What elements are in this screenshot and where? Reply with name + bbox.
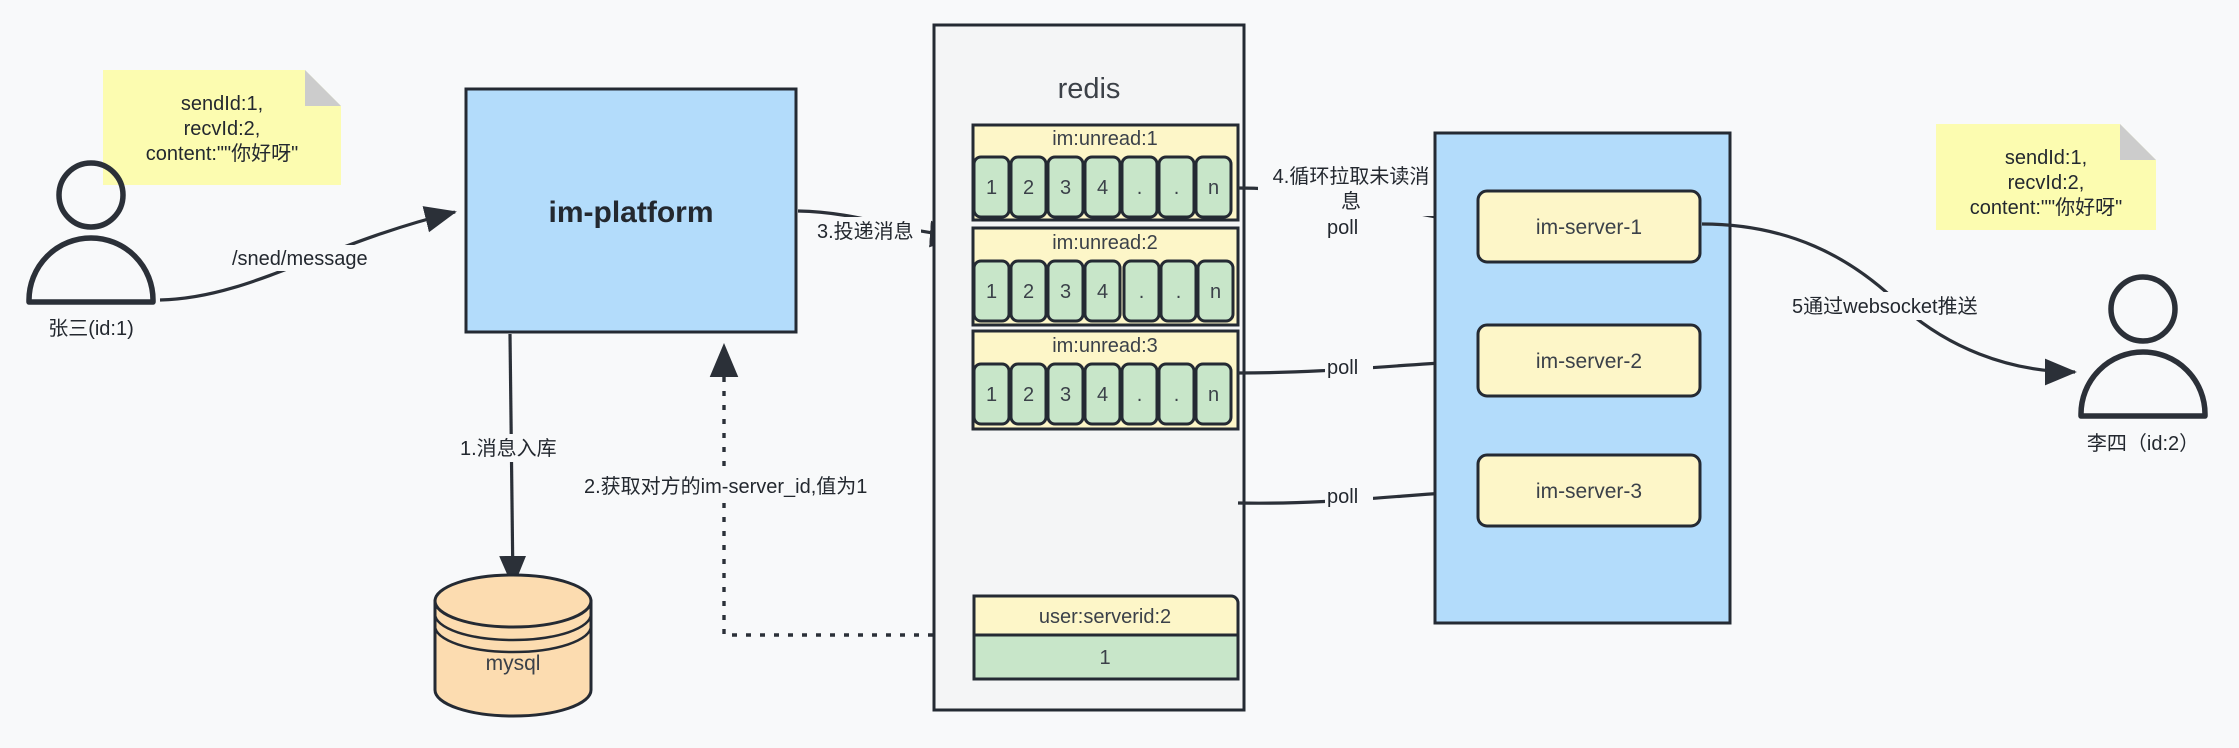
redis-key-label-0: im:unread:1	[1052, 128, 1158, 150]
note-left-line-1: sendId:1,	[181, 93, 263, 115]
note-left: sendId:1, recvId:2, content:""你好呀"	[103, 70, 341, 185]
redis-cell-1-5: .	[1176, 281, 1182, 303]
svg-text:poll: poll	[1327, 217, 1358, 239]
redis-key-block-0[interactable]: im:unread:1 1 2 3 4 . . n	[971, 123, 1240, 222]
redis-cell-2-0: 1	[986, 384, 997, 406]
redis-cell-1-6: n	[1210, 281, 1221, 303]
redis-cell-2-6: n	[1208, 384, 1219, 406]
edge-label-step2: 2.获取对方的im-server_id,值为1	[582, 472, 880, 500]
redis-kv-key: user:serverid:2	[1039, 606, 1171, 628]
redis-key-label-2: im:unread:3	[1052, 335, 1158, 357]
edge-label-step1: 1.消息入库	[458, 434, 558, 462]
redis-cell-2-5: .	[1174, 384, 1180, 406]
note-left-line-2: recvId:2,	[184, 118, 261, 140]
sender-label: 张三(id:1)	[48, 317, 134, 340]
mysql-node[interactable]: mysql	[433, 573, 593, 718]
edge-label-poll-3: poll	[1325, 483, 1373, 509]
redis-cell-2-2: 3	[1060, 384, 1071, 406]
redis-cell-1-1: 2	[1023, 281, 1034, 303]
mysql-label: mysql	[486, 652, 541, 675]
edge-step2	[709, 342, 947, 637]
svg-text:1.消息入库: 1.消息入库	[460, 437, 557, 460]
redis-key-block-1[interactable]: im:unread:2 1 2 3 4 . . n	[971, 226, 1240, 327]
im-server-2-node[interactable]: im-server-2	[1476, 323, 1702, 398]
im-server-1-label: im-server-1	[1536, 216, 1642, 239]
svg-text:/sned/message: /sned/message	[232, 248, 368, 270]
svg-text:5通过websocket推送: 5通过websocket推送	[1792, 295, 1978, 318]
redis-key-label-1: im:unread:2	[1052, 232, 1158, 254]
redis-cell-2-3: 4	[1097, 384, 1108, 406]
note-right-line-1: sendId:1,	[2005, 147, 2087, 169]
svg-text:2.获取对方的im-server_id,值为1: 2.获取对方的im-server_id,值为1	[584, 475, 867, 498]
redis-cell-1-4: .	[1139, 281, 1145, 303]
redis-cell-1-0: 1	[986, 281, 997, 303]
im-server-3-label: im-server-3	[1536, 480, 1642, 503]
note-right-line-2: recvId:2,	[2008, 172, 2085, 194]
redis-kv-block[interactable]: user:serverid:2 1	[972, 594, 1240, 681]
edge-label-poll-1: poll	[1325, 214, 1373, 240]
redis-container: redis im:unread:1 1 2 3 4 . . n im:unrea…	[932, 23, 1246, 712]
user-icon-sender	[26, 160, 156, 305]
redis-cell-1-3: 4	[1097, 281, 1108, 303]
user-icon-receiver	[2078, 274, 2208, 419]
edge-label-poll-2: poll	[1325, 354, 1373, 380]
im-platform-label: im-platform	[549, 196, 714, 229]
redis-cell-0-3: 4	[1097, 177, 1108, 199]
receiver-label: 李四（id:2）	[2087, 432, 2199, 455]
edge-label-step4: 4.循环拉取未读消 息	[1258, 160, 1444, 216]
redis-cell-0-4: .	[1137, 177, 1143, 199]
redis-cell-0-6: n	[1208, 177, 1219, 199]
im-server-2-label: im-server-2	[1536, 350, 1642, 373]
redis-cell-0-0: 1	[986, 177, 997, 199]
svg-text:poll: poll	[1327, 357, 1358, 379]
im-platform-node[interactable]: im-platform	[464, 87, 798, 334]
note-left-line-3: content:""你好呀"	[146, 142, 298, 165]
svg-text:4.循环拉取未读消: 4.循环拉取未读消	[1273, 165, 1430, 188]
note-right: sendId:1, recvId:2, content:""你好呀"	[1936, 124, 2156, 230]
svg-text:息: 息	[1341, 190, 1361, 213]
im-server-cluster: im-server-1 im-server-2 im-server-3	[1433, 131, 1732, 625]
redis-cell-1-2: 3	[1060, 281, 1071, 303]
edge-label-step3: 3.投递消息	[815, 217, 921, 245]
redis-key-block-2[interactable]: im:unread:3 1 2 3 4 . . n	[971, 329, 1240, 431]
redis-cell-0-1: 2	[1023, 177, 1034, 199]
im-server-1-node[interactable]: im-server-1	[1476, 189, 1702, 264]
note-right-line-3: content:""你好呀"	[1970, 196, 2122, 219]
redis-kv-value: 1	[1099, 647, 1110, 669]
redis-cell-0-2: 3	[1060, 177, 1071, 199]
redis-cell-2-1: 2	[1023, 384, 1034, 406]
svg-text:3.投递消息: 3.投递消息	[817, 220, 914, 243]
svg-text:poll: poll	[1327, 486, 1358, 508]
redis-cell-0-5: .	[1174, 177, 1180, 199]
edge-label-step5: 5通过websocket推送	[1790, 292, 2000, 320]
im-server-3-node[interactable]: im-server-3	[1476, 453, 1702, 528]
redis-cell-2-4: .	[1137, 384, 1143, 406]
edge-label-send-message: /sned/message	[229, 245, 376, 271]
redis-label: redis	[1058, 73, 1121, 105]
